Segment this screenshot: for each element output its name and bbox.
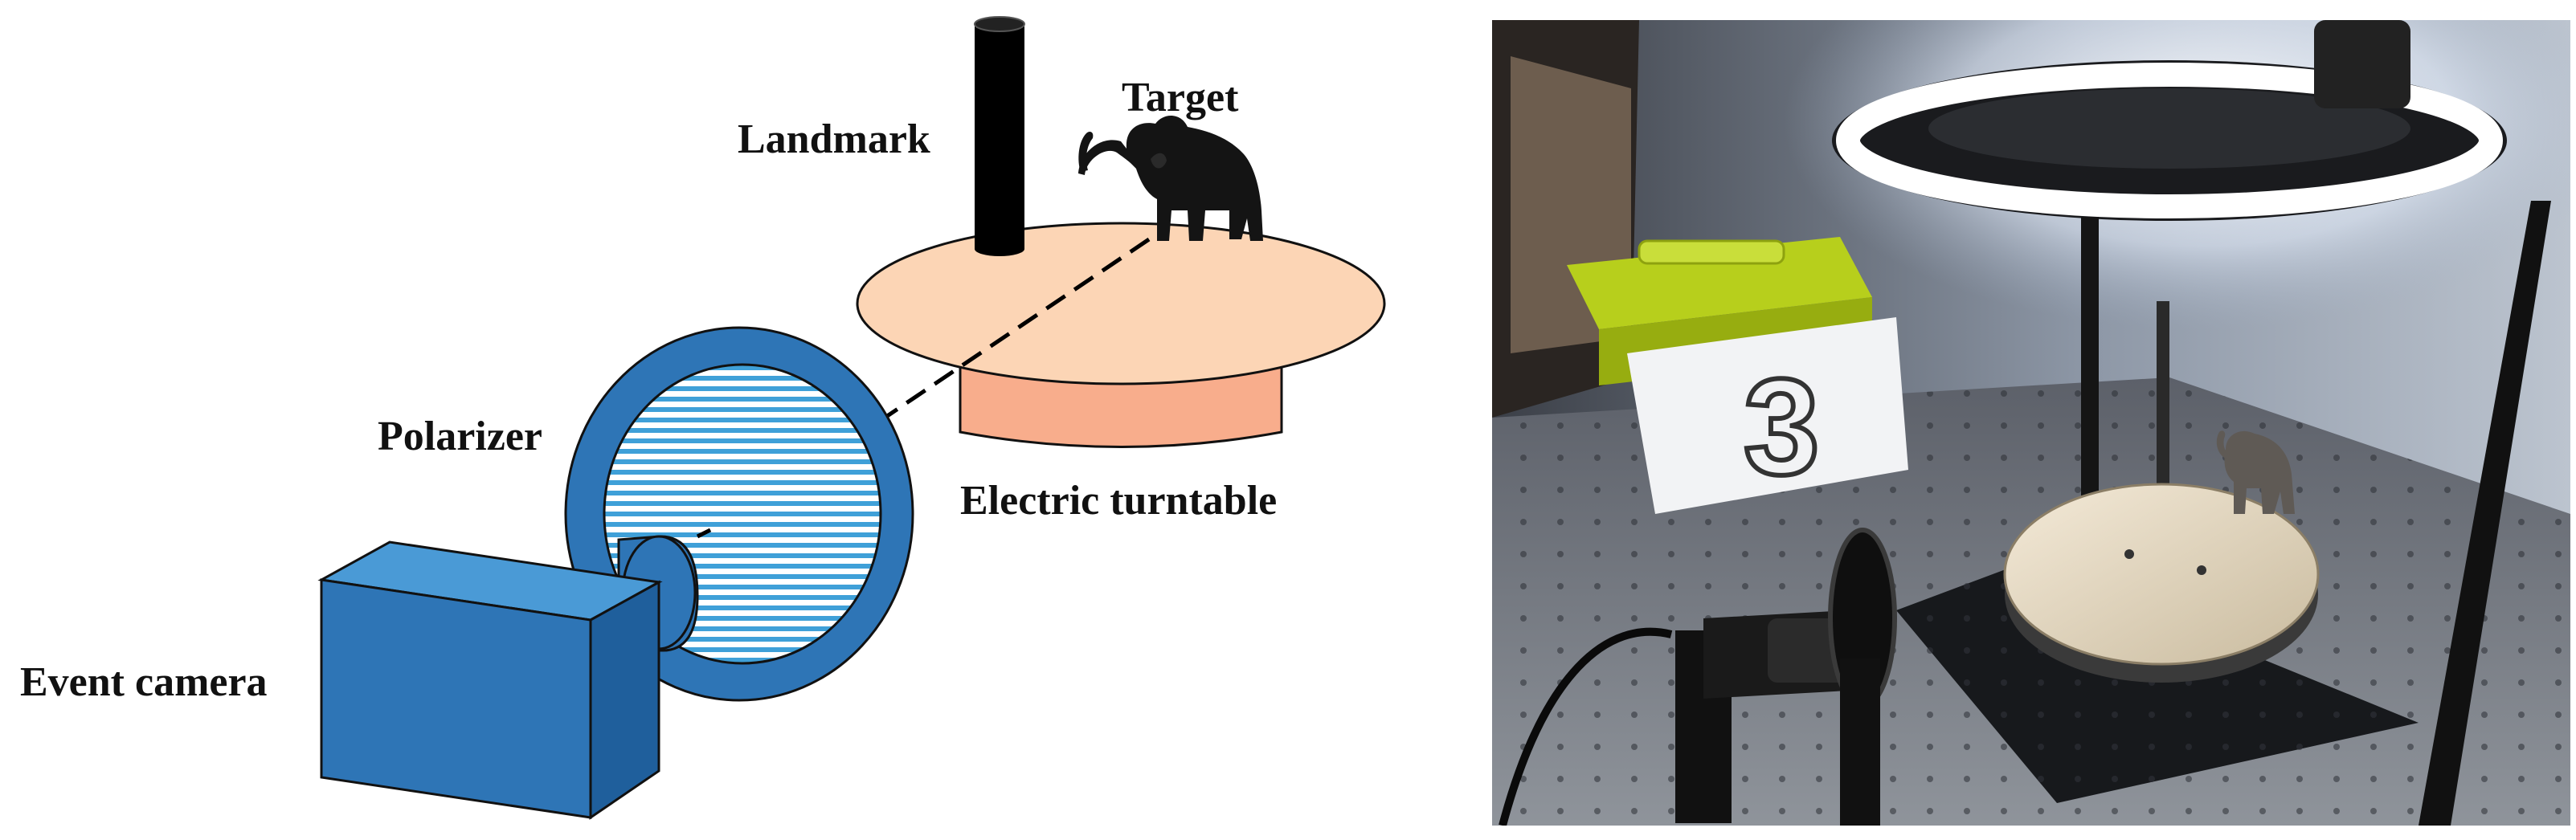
- lamp-stand-right: [2419, 201, 2551, 826]
- photo-elephant: [2216, 430, 2295, 514]
- schematic-diagram: Landmark Target Polarizer Electric turnt…: [20, 16, 1386, 820]
- event-camera: [317, 540, 663, 820]
- label-target: Target: [1122, 75, 1239, 120]
- photo-turntable: [2003, 483, 2320, 683]
- turntable-top: [856, 222, 1386, 385]
- setup-photo: 3: [1492, 20, 2570, 826]
- landmark-pole: [974, 16, 1025, 256]
- sign-digit: 3: [1744, 351, 1820, 504]
- label-electric-turntable: Electric turntable: [960, 478, 1277, 524]
- label-landmark: Landmark: [738, 116, 930, 162]
- lamp-stand-left: [2081, 217, 2099, 506]
- ring-lamp: [1832, 20, 2507, 221]
- number-sign: 3: [1627, 317, 1908, 514]
- label-polarizer: Polarizer: [378, 414, 542, 459]
- photo-camera-rig: [1499, 528, 1897, 826]
- electric-turntable: [856, 222, 1386, 448]
- label-event-camera: Event camera: [20, 659, 268, 705]
- elephant-target: [1078, 115, 1263, 241]
- photo-landmark-rod: [2157, 301, 2169, 502]
